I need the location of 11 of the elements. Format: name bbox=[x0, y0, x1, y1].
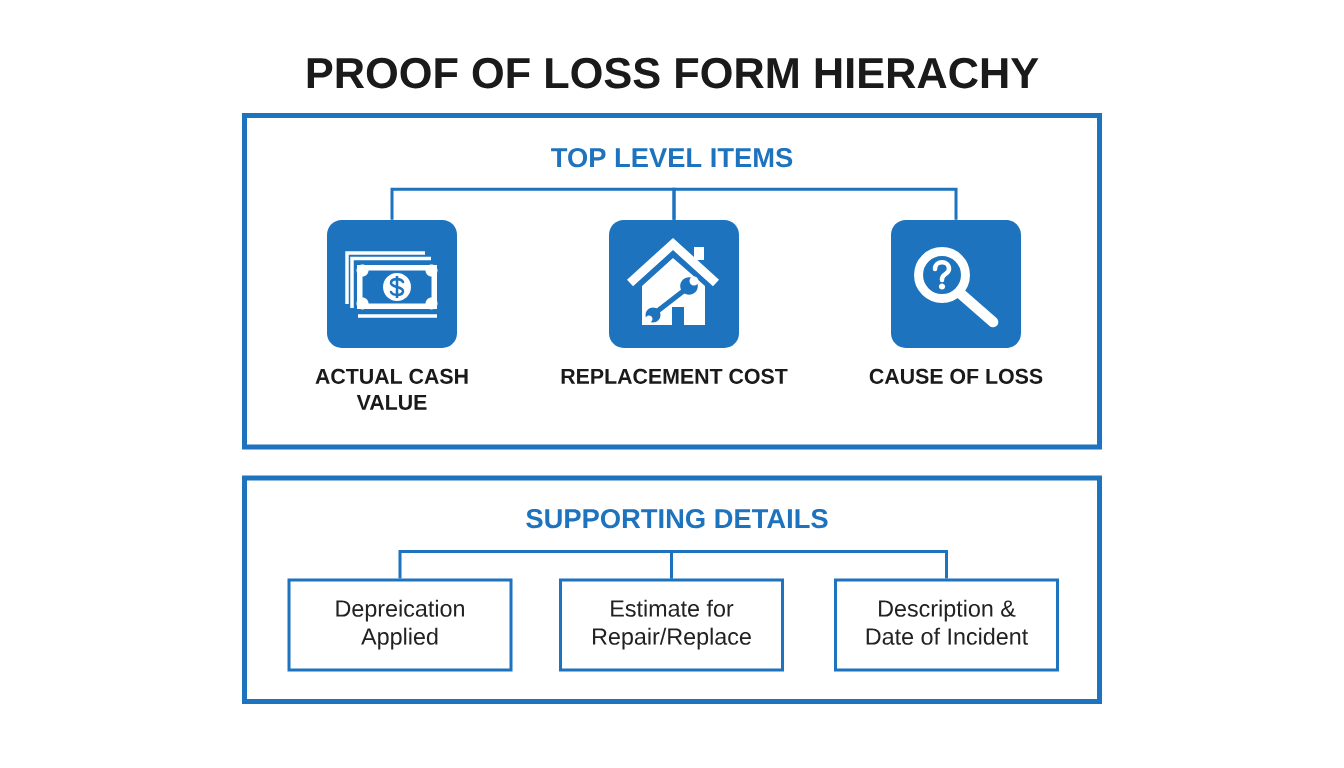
detail-box: Depreication Applied bbox=[287, 578, 513, 672]
item-label: REPLACEMENT COST bbox=[561, 368, 788, 384]
item-label: CAUSE OF LOSS bbox=[869, 368, 1043, 384]
connector-line bbox=[390, 187, 676, 220]
detail-box: Estimate for Repair/Replace bbox=[559, 578, 784, 672]
detail-box: Description & Date of Incident bbox=[834, 578, 1059, 672]
connector-line bbox=[670, 550, 948, 579]
item-label: ACTUAL CASH VALUE bbox=[315, 368, 468, 410]
title: PROOF OF LOSS FORM HIERACHY bbox=[307, 57, 1039, 89]
connector-line bbox=[398, 550, 673, 579]
connector-line bbox=[672, 187, 958, 220]
